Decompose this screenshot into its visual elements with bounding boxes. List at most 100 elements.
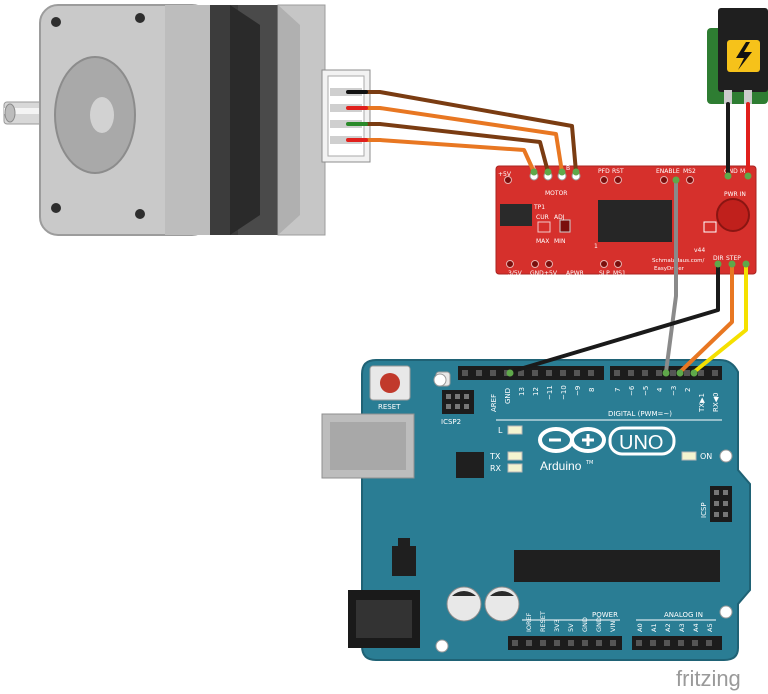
pin-label-13: 13 — [518, 387, 526, 396]
driver-chip — [598, 200, 672, 242]
led-on — [681, 451, 697, 461]
led-rx — [507, 463, 523, 473]
pin-label-5v: 5V — [567, 623, 575, 632]
arduino-logo-icon — [538, 427, 606, 453]
label-5v-bottom: +5V — [544, 270, 558, 277]
pin-label-gnd-2: GND — [595, 617, 603, 632]
motor-shaft-end — [4, 103, 16, 123]
motor-screw-hole — [135, 209, 145, 219]
label-5v: +5V — [498, 171, 512, 178]
pin-label-3: ~3 — [670, 386, 678, 396]
label-adj: ADJ — [554, 214, 565, 221]
label-dir: DIR — [713, 255, 724, 262]
analog-pin-labels: A0 A1 A2 A3 A4 A5 — [636, 623, 714, 632]
easydriver-bottom-pins — [506, 260, 622, 268]
digital-header-left — [458, 366, 604, 380]
label-min: MIN — [554, 238, 565, 245]
motor-body-segment — [165, 5, 215, 235]
uno-label: UNO — [619, 432, 663, 454]
motor-screw-hole — [51, 203, 61, 213]
cur-adj-marker — [537, 221, 551, 233]
barrel-power-jack — [707, 8, 768, 104]
pin-label-7: 7 — [614, 388, 622, 392]
pin-label-ioref: IOREF — [525, 612, 533, 632]
pin-label-rx0: RX◀0 — [712, 393, 720, 413]
wire-brown-2[interactable] — [364, 122, 550, 174]
label-3-5v: 3/5V — [508, 270, 523, 277]
reset-button-cap[interactable] — [380, 373, 400, 393]
wire-orange-motor[interactable] — [364, 106, 564, 174]
voltage-regulator — [392, 546, 416, 576]
pin-label-a0: A0 — [636, 623, 644, 632]
pin-label-a3: A3 — [678, 623, 686, 632]
motor-body-shadow — [230, 5, 260, 235]
icsp2-label: ICSP2 — [441, 418, 461, 426]
icsp2-pins — [446, 394, 469, 409]
mounting-hole — [433, 373, 447, 387]
label-url-1: SchmalzHaus.com/ — [652, 258, 704, 264]
led-tx — [507, 451, 523, 461]
power-label: POWER — [592, 611, 618, 619]
icsp-header — [710, 486, 732, 522]
usb-connector-inner — [330, 422, 406, 470]
easydriver-top-pins — [504, 176, 694, 184]
pin-label-tx1: TX▶1 — [698, 393, 706, 413]
icsp2-header — [442, 390, 474, 414]
label-gnd-bottom: GND — [530, 270, 544, 277]
motor-screw-hole — [135, 13, 145, 23]
pin-label-3v3: 3V3 — [553, 619, 561, 632]
wire-black-gnd[interactable] — [508, 262, 720, 374]
wire-orange-motor-2[interactable] — [364, 138, 536, 174]
icsp-pins — [714, 490, 728, 517]
power-header — [508, 636, 622, 650]
label-enable: ENABLE — [656, 168, 680, 175]
pin-label-aref: AREF — [490, 394, 498, 412]
pin-label-11: ~11 — [546, 385, 554, 400]
pot-contact — [559, 219, 571, 233]
label-v44: v44 — [694, 247, 705, 254]
power-header-holes — [512, 640, 712, 646]
wire-gray-enable[interactable] — [664, 178, 678, 374]
rx-label: RX — [490, 464, 502, 473]
pin-label-12: 12 — [532, 387, 540, 396]
logo-box — [703, 221, 717, 233]
label-m-plus: M+ — [740, 168, 750, 175]
digital-pin-labels: AREF GND 13 12 ~11 ~10 ~9 8 7 ~6 ~5 4 ~3… — [490, 385, 720, 413]
capacitor-marking — [490, 591, 514, 596]
motor-hub — [90, 97, 114, 133]
pin-label-6: ~6 — [628, 385, 636, 396]
pin-label-gnd: GND — [504, 388, 512, 404]
wire-brown[interactable] — [364, 90, 578, 174]
label-motor: MOTOR — [545, 190, 567, 197]
mounting-hole — [719, 449, 733, 463]
pin-label-a1: A1 — [650, 623, 658, 632]
pin-label-9: ~9 — [574, 386, 582, 396]
wire-orange-step[interactable] — [678, 262, 734, 374]
label-apwr: APWR — [566, 270, 584, 277]
label-ms2: MS2 — [683, 168, 696, 175]
voltage-regulator-tab — [398, 538, 410, 548]
wire-endpoints — [506, 168, 752, 377]
motor-rear-bevel — [278, 5, 300, 235]
mounting-hole — [719, 605, 733, 619]
arduino-uno-board: RESET ICSP2 AREF GND 13 12 ~11 — [321, 359, 751, 661]
pin-label-vin: VIN — [609, 621, 617, 632]
icsp-label: ICSP — [700, 502, 708, 518]
fritzing-logo: fritzing — [676, 666, 741, 691]
capacitor-marking — [452, 591, 476, 596]
tx-label: TX — [489, 452, 501, 461]
easydriver-labels: +5V PFD RST ENABLE MS2 GND M+ MOTOR A B … — [498, 165, 750, 277]
pin-label-8: 8 — [588, 388, 596, 392]
label-max: MAX — [536, 238, 549, 245]
analog-header — [632, 636, 722, 650]
pin-label-5: ~5 — [642, 386, 650, 396]
pin-label-gnd-1: GND — [581, 617, 589, 632]
wire-yellow[interactable] — [692, 262, 748, 374]
tm-label: TM — [585, 460, 593, 466]
label-b: B — [566, 165, 570, 172]
pin-label-4: 4 — [656, 387, 664, 392]
current-pot — [716, 198, 750, 232]
arduino-label: Arduino — [540, 459, 582, 473]
lightning-icon — [736, 42, 752, 70]
